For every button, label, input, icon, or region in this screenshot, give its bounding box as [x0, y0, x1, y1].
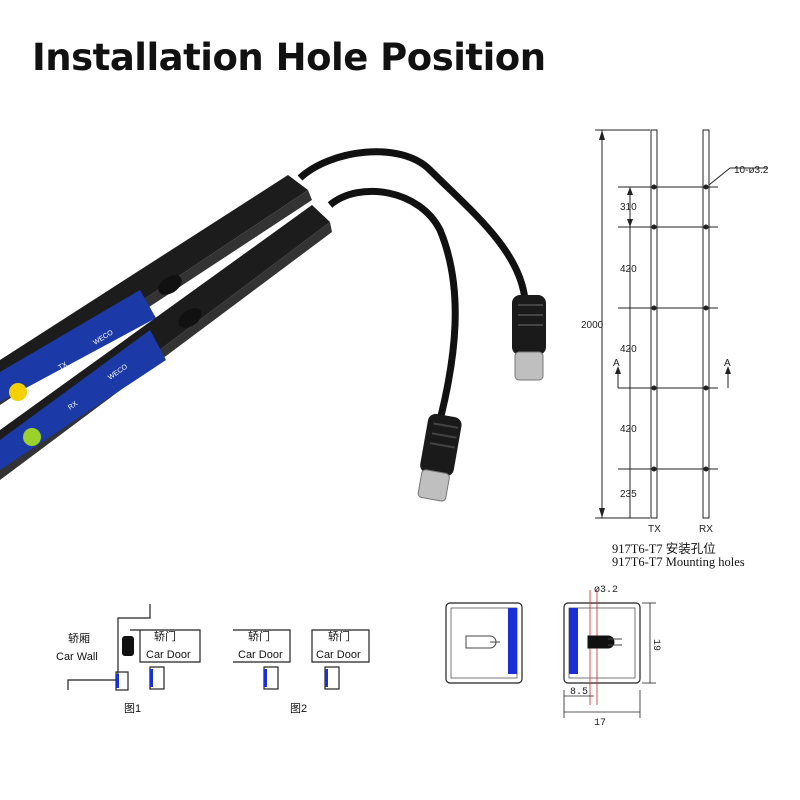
profile-left [445, 602, 523, 684]
profile-right [563, 590, 641, 705]
tx-mark: TX [57, 361, 69, 372]
spacing-1: 310 [620, 202, 637, 213]
section-offset: 8.5 [570, 687, 588, 698]
tx-status-light [9, 383, 27, 401]
fig2-door-b [311, 629, 370, 663]
fig2-door-a-en: Car Door [238, 649, 283, 661]
spacing-2: 420 [620, 264, 637, 275]
rx-status-light [23, 428, 41, 446]
hole-diameter: ø3.2 [594, 585, 618, 596]
car-wall-outline [67, 604, 151, 690]
fig2-door-b-cn: 轿门 [328, 629, 350, 643]
spacing-4: 420 [620, 424, 637, 435]
fig1-door-outline [130, 629, 201, 663]
caption-cn: 917T6-T7 安装孔位 [612, 542, 716, 556]
rx-label: RX [699, 524, 713, 535]
spacing-5: 235 [620, 489, 637, 500]
hole-callout: 10-ø3.2 [734, 165, 769, 176]
page-title: Installation Hole Position [32, 36, 546, 79]
car-wall-en: Car Wall [56, 651, 98, 663]
fig2-door-a-cn: 轿门 [248, 629, 270, 643]
rx-light-curtain-bar: WECO RX [0, 205, 332, 480]
total-length-label: 2000 [581, 320, 604, 331]
tx-cable [297, 148, 529, 301]
fig2-door-a [233, 629, 291, 663]
rx-mark: RX [67, 400, 79, 412]
rx-cable [327, 187, 459, 421]
fig2-door-b-en: Car Door [316, 649, 361, 661]
fig1-door-cn: 轿门 [154, 629, 176, 643]
rx-rail [702, 129, 710, 519]
tx-light-curtain-bar: WECO TX [0, 175, 312, 405]
rx-connector [417, 413, 462, 502]
car-wall-cn: 轿厢 [68, 631, 90, 645]
section-mark-right: A [724, 358, 731, 369]
fig1-door-en: Car Door [146, 649, 191, 661]
section-height: 19 [650, 639, 661, 651]
tx-label: TX [648, 524, 661, 535]
tx-connector [512, 295, 546, 381]
caption-en: 917T6-T7 Mounting holes [612, 555, 745, 569]
fig1-label: 图1 [124, 702, 141, 715]
section-width: 17 [594, 718, 606, 729]
fig2-label: 图2 [290, 702, 307, 715]
spacing-3: 420 [620, 344, 637, 355]
section-mark-left: A [613, 358, 620, 369]
tx-rail [650, 129, 658, 519]
